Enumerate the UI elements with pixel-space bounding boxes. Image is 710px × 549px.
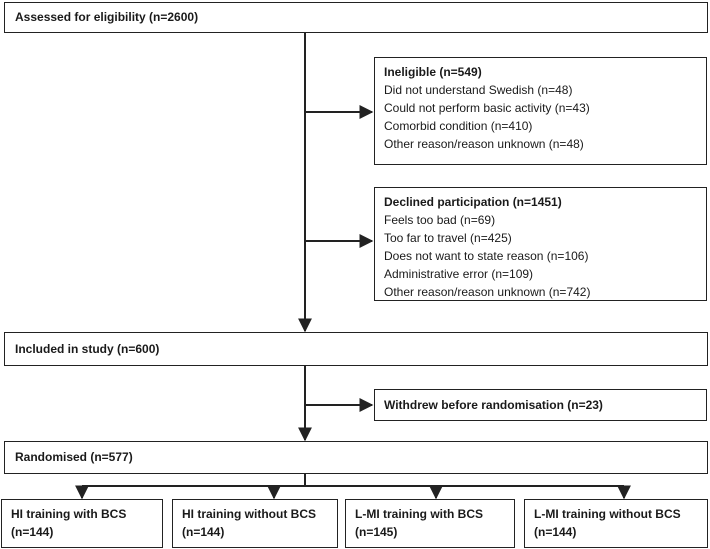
arm-name: L-MI training with BCS xyxy=(355,507,483,521)
withdrew-label: Withdrew before randomisation (n=23) xyxy=(384,398,603,412)
declined-reason: Does not want to state reason (n=106) xyxy=(384,249,589,263)
declined-reason: Other reason/reason unknown (n=742) xyxy=(384,285,591,299)
arm-box: L-MI training without BCS (n=144) xyxy=(524,499,708,548)
included-box: Included in study (n=600) xyxy=(4,332,708,366)
ineligible-reason: Could not perform basic activity (n=43) xyxy=(384,101,590,115)
arm-count: (n=144) xyxy=(182,525,225,539)
arm-count: (n=145) xyxy=(355,525,398,539)
randomised-label: Randomised (n=577) xyxy=(15,450,133,464)
included-label: Included in study (n=600) xyxy=(15,342,160,356)
ineligible-reason: Did not understand Swedish (n=48) xyxy=(384,83,573,97)
arm-box: L-MI training with BCS (n=145) xyxy=(345,499,515,548)
declined-reason: Feels too bad (n=69) xyxy=(384,213,496,227)
arm-name: L-MI training without BCS xyxy=(534,507,681,521)
ineligible-reason: Other reason/reason unknown (n=48) xyxy=(384,137,584,151)
ineligible-box: Ineligible (n=549) Did not understand Sw… xyxy=(374,57,707,165)
arm-name: HI training with BCS xyxy=(11,507,127,521)
arm-count: (n=144) xyxy=(11,525,54,539)
withdrew-box: Withdrew before randomisation (n=23) xyxy=(374,389,707,421)
arm-count: (n=144) xyxy=(534,525,577,539)
arm-box: HI training without BCS (n=144) xyxy=(172,499,338,548)
ineligible-reason: Comorbid condition (n=410) xyxy=(384,119,533,133)
ineligible-title: Ineligible (n=549) xyxy=(384,65,482,79)
declined-box: Declined participation (n=1451) Feels to… xyxy=(374,187,707,301)
arm-name: HI training without BCS xyxy=(182,507,316,521)
assessed-label: Assessed for eligibility (n=2600) xyxy=(15,10,199,24)
declined-reason: Administrative error (n=109) xyxy=(384,267,534,281)
arm-box: HI training with BCS (n=144) xyxy=(1,499,163,548)
declined-title: Declined participation (n=1451) xyxy=(384,195,562,209)
assessed-box: Assessed for eligibility (n=2600) xyxy=(4,2,708,33)
declined-reason: Too far to travel (n=425) xyxy=(384,231,512,245)
randomised-box: Randomised (n=577) xyxy=(4,441,708,474)
